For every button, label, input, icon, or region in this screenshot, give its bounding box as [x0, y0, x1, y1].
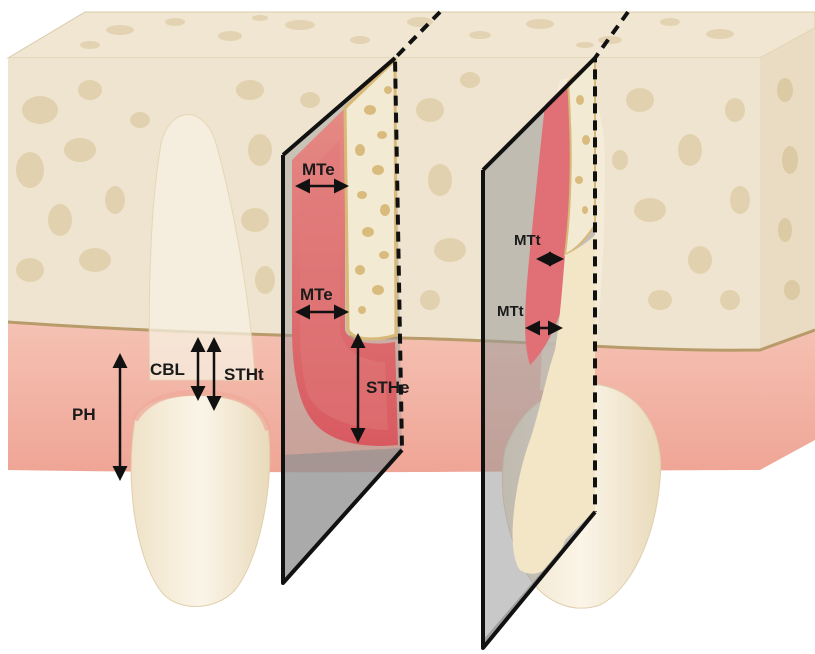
- label-mte-lower: MTe: [300, 285, 333, 304]
- label-mtt-upper: MTt: [514, 232, 541, 249]
- left-tooth-crown: [131, 395, 270, 607]
- label-stht: STHt: [224, 365, 264, 384]
- left-socket-bone: [345, 60, 396, 339]
- label-ph: PH: [72, 405, 96, 424]
- label-mte-upper: MTe: [302, 160, 335, 179]
- label-sthe: STHe: [366, 378, 409, 397]
- label-cbl: CBL: [150, 360, 185, 379]
- bone-side-face: [760, 28, 815, 352]
- label-mtt-lower: MTt: [497, 303, 524, 320]
